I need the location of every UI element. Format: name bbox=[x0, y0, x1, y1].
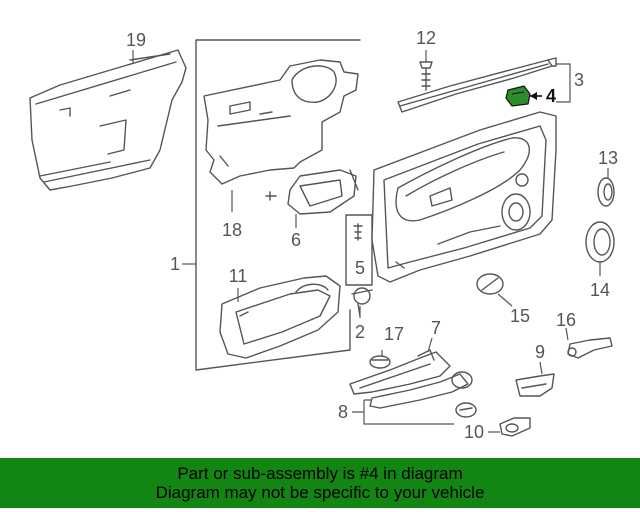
label-15: 15 bbox=[510, 306, 530, 326]
label-17: 17 bbox=[384, 324, 404, 344]
part-14-speaker-grille bbox=[585, 221, 615, 263]
part-4-clip-highlighted bbox=[505, 85, 531, 107]
label-18: 18 bbox=[222, 220, 242, 240]
part-3-weatherstrip bbox=[397, 57, 557, 113]
label-4: 4 bbox=[546, 86, 556, 106]
part-12-bolt bbox=[419, 61, 433, 91]
label-13: 13 bbox=[598, 148, 618, 168]
part-7-lock-rod bbox=[349, 349, 451, 395]
part-10-escutcheon bbox=[499, 417, 531, 437]
banner-line-1: Part or sub-assembly is #4 in diagram bbox=[177, 464, 463, 483]
part-11-armrest bbox=[219, 275, 341, 359]
part-17-cap bbox=[369, 355, 391, 369]
label-19: 19 bbox=[126, 30, 146, 50]
part-door-trim-panel bbox=[371, 111, 557, 283]
label-14: 14 bbox=[590, 280, 610, 300]
info-banner: Part or sub-assembly is #4 in diagram Di… bbox=[0, 458, 640, 508]
part-1-bracket bbox=[195, 39, 361, 371]
part-18-water-shield bbox=[203, 59, 359, 185]
part-13-ring bbox=[597, 177, 615, 207]
label-9: 9 bbox=[535, 342, 545, 362]
banner-line-2: Diagram may not be specific to your vehi… bbox=[155, 483, 485, 502]
label-5: 5 bbox=[355, 258, 365, 278]
label-11: 11 bbox=[229, 266, 248, 286]
label-12: 12 bbox=[416, 28, 436, 48]
parts-diagram: 19 12 3 4 13 18 6 1 5 14 11 15 16 7 2 17… bbox=[29, 28, 618, 442]
part-15-cap bbox=[476, 273, 504, 295]
part-9-bracket bbox=[515, 373, 555, 397]
part-16-handle bbox=[567, 337, 613, 359]
part-5-screw bbox=[345, 214, 373, 286]
label-10: 10 bbox=[464, 422, 484, 442]
part-19-door-panel bbox=[29, 49, 187, 191]
label-16: 16 bbox=[556, 310, 576, 330]
label-2: 2 bbox=[355, 322, 365, 342]
label-6: 6 bbox=[291, 230, 301, 250]
part-8-pull-handle bbox=[369, 371, 477, 418]
label-3: 3 bbox=[574, 70, 584, 90]
label-1: 1 bbox=[170, 254, 180, 274]
label-7: 7 bbox=[431, 318, 441, 338]
part-6-handle-bezel bbox=[265, 169, 359, 215]
part-2-clip bbox=[351, 287, 373, 317]
label-8: 8 bbox=[338, 402, 348, 422]
